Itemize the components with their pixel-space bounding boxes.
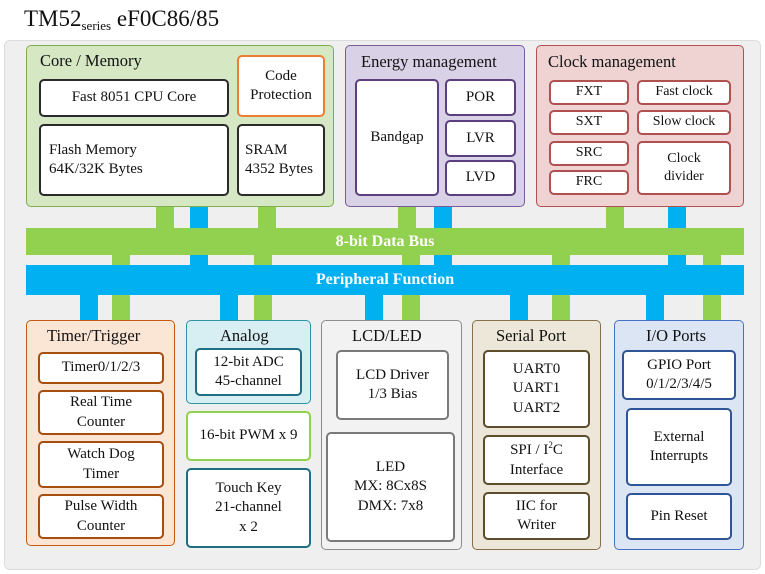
connector-energy-green xyxy=(398,205,416,232)
connector-analog-blue xyxy=(220,295,238,323)
slow-clock-box: Slow clock xyxy=(637,110,731,135)
io-ports-label: I/O Ports xyxy=(646,326,707,345)
analog-label: Analog xyxy=(220,326,269,345)
src-box: SRC xyxy=(549,141,629,166)
timer-trigger-label: Timer/Trigger xyxy=(47,326,141,345)
por-box: POR xyxy=(445,79,516,116)
pwm-box: 16-bit PWM x 9 xyxy=(186,411,311,461)
connector-clock-green xyxy=(606,205,624,232)
fast-clock-box: Fast clock xyxy=(637,80,731,105)
fxt-box: FXT xyxy=(549,80,629,105)
pin-reset-box: Pin Reset xyxy=(626,493,732,540)
connector-serial-blue xyxy=(510,295,528,323)
connector-lcd-blue xyxy=(365,295,383,323)
diagram-title: TM52series eF0C86/85 xyxy=(24,6,220,33)
sxt-box: SXT xyxy=(549,110,629,135)
core-memory-label: Core / Memory xyxy=(40,51,142,70)
cpu-core-box: Fast 8051 CPU Core xyxy=(39,79,229,117)
bandgap-box: Bandgap xyxy=(355,79,439,196)
clock-management-label: Clock management xyxy=(548,52,676,71)
lvr-box: LVR xyxy=(445,120,516,157)
energy-management-label: Energy management xyxy=(361,52,497,71)
lcd-led-label: LCD/LED xyxy=(352,326,422,345)
connector-timer-blue xyxy=(80,295,98,323)
connector-core-green-2 xyxy=(258,205,276,232)
lvd-box: LVD xyxy=(445,160,516,196)
frc-box: FRC xyxy=(549,170,629,195)
peripheral-function-bus: Peripheral Function xyxy=(26,265,744,295)
data-bus: 8-bit Data Bus xyxy=(26,228,744,255)
connector-core-green-1 xyxy=(156,205,174,232)
connector-io-blue xyxy=(646,295,664,323)
timers-box: Timer0/1/2/3 xyxy=(38,352,164,384)
serial-port-label: Serial Port xyxy=(496,326,567,345)
